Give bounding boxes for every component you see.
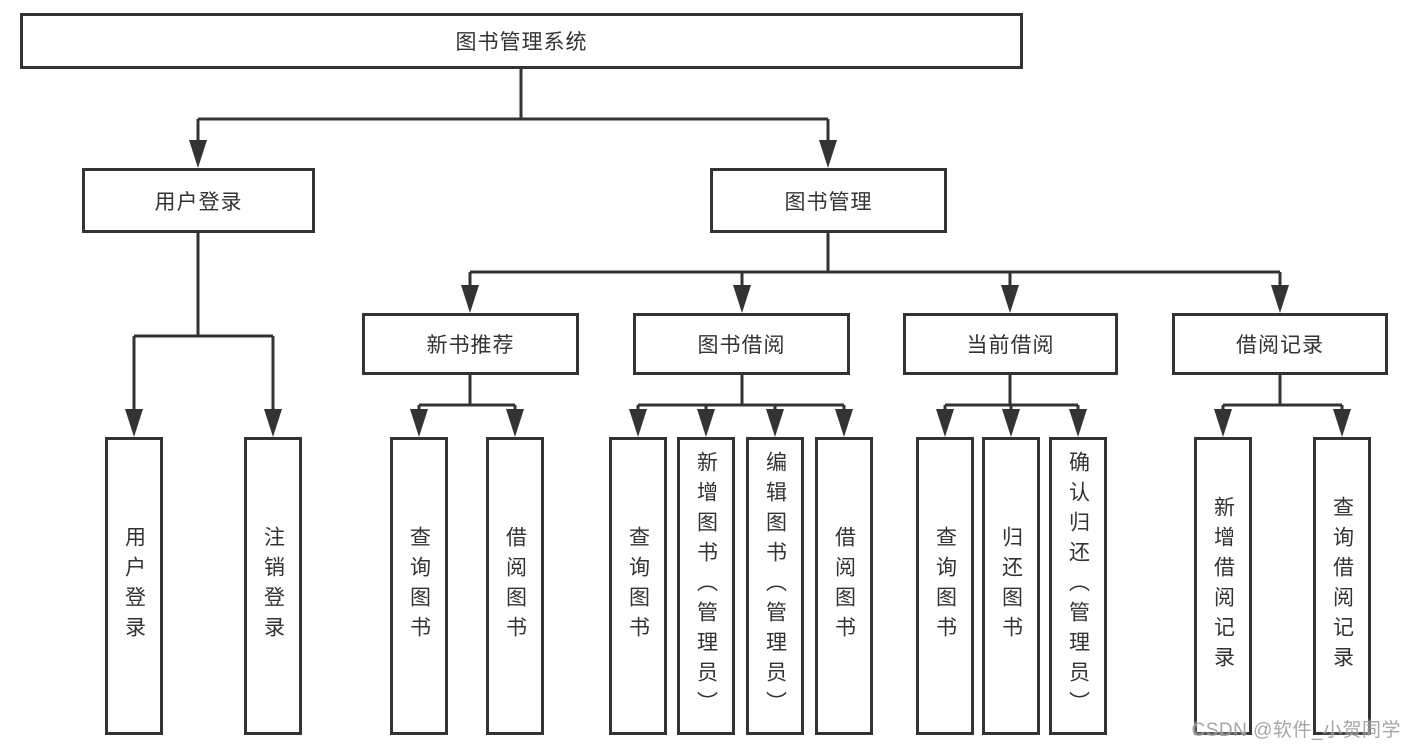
node-current-borrowing: 当前借阅: [903, 313, 1118, 375]
node-borrowing-records: 借阅记录: [1172, 313, 1388, 375]
leaf-label: 确认归还（管理员）: [1066, 451, 1090, 721]
arrow-icon: [461, 285, 479, 313]
leaf-label: 归还图书: [999, 526, 1023, 646]
leaf-label: 注销登录: [261, 526, 285, 646]
arrow-icon: [936, 409, 954, 437]
leaf-label: 查询图书: [407, 526, 431, 646]
node-leaf-query-borrow-record: 查询借阅记录: [1313, 437, 1371, 735]
arrow-icon: [1271, 285, 1289, 313]
arrow-icon: [819, 140, 837, 168]
leaf-label: 编辑图书（管理员）: [763, 451, 787, 721]
leaf-label: 查询图书: [626, 526, 650, 646]
node-leaf-borrow-books-1: 借阅图书: [486, 437, 544, 735]
node-new-book-recommendation: 新书推荐: [362, 313, 579, 375]
arrow-icon: [410, 409, 428, 437]
arrow-icon: [264, 409, 282, 437]
node-leaf-borrow-books-2: 借阅图书: [815, 437, 873, 735]
arrow-icon: [1069, 409, 1087, 437]
arrow-icon: [125, 409, 143, 437]
node-leaf-logout: 注销登录: [244, 437, 302, 735]
arrow-icon: [1333, 409, 1351, 437]
node-leaf-return-books: 归还图书: [982, 437, 1040, 735]
node-root-system: 图书管理系统: [20, 13, 1023, 69]
node-leaf-add-books-admin: 新增图书（管理员）: [677, 437, 735, 735]
csdn-watermark: CSDN @软件_小贺同学: [1191, 720, 1401, 741]
leaf-label: 新增借阅记录: [1211, 496, 1235, 676]
node-book-management: 图书管理: [710, 168, 947, 233]
arrow-icon: [733, 285, 751, 313]
node-leaf-user-login: 用户登录: [105, 437, 163, 735]
arrow-icon: [697, 409, 715, 437]
leaf-label: 查询图书: [933, 526, 957, 646]
arrow-icon: [1002, 409, 1020, 437]
arrow-icon: [629, 409, 647, 437]
arrow-icon: [1214, 409, 1232, 437]
leaf-label: 查询借阅记录: [1330, 496, 1354, 676]
leaf-label: 借阅图书: [832, 526, 856, 646]
arrow-icon: [1001, 285, 1019, 313]
leaf-label: 借阅图书: [503, 526, 527, 646]
arrow-icon: [835, 409, 853, 437]
node-user-login: 用户登录: [82, 168, 315, 233]
node-leaf-confirm-return-admin: 确认归还（管理员）: [1049, 437, 1107, 735]
node-leaf-add-borrow-record: 新增借阅记录: [1194, 437, 1252, 735]
node-leaf-query-books-3: 查询图书: [916, 437, 974, 735]
node-book-borrowing: 图书借阅: [633, 313, 850, 375]
arrow-icon: [766, 409, 784, 437]
leaf-label: 用户登录: [122, 526, 146, 646]
arrowheads: [125, 140, 1351, 437]
node-leaf-query-books-2: 查询图书: [609, 437, 667, 735]
node-leaf-query-books-1: 查询图书: [390, 437, 448, 735]
node-leaf-edit-books-admin: 编辑图书（管理员）: [746, 437, 804, 735]
arrow-icon: [189, 140, 207, 168]
arrow-icon: [506, 409, 524, 437]
leaf-label: 新增图书（管理员）: [694, 451, 718, 721]
